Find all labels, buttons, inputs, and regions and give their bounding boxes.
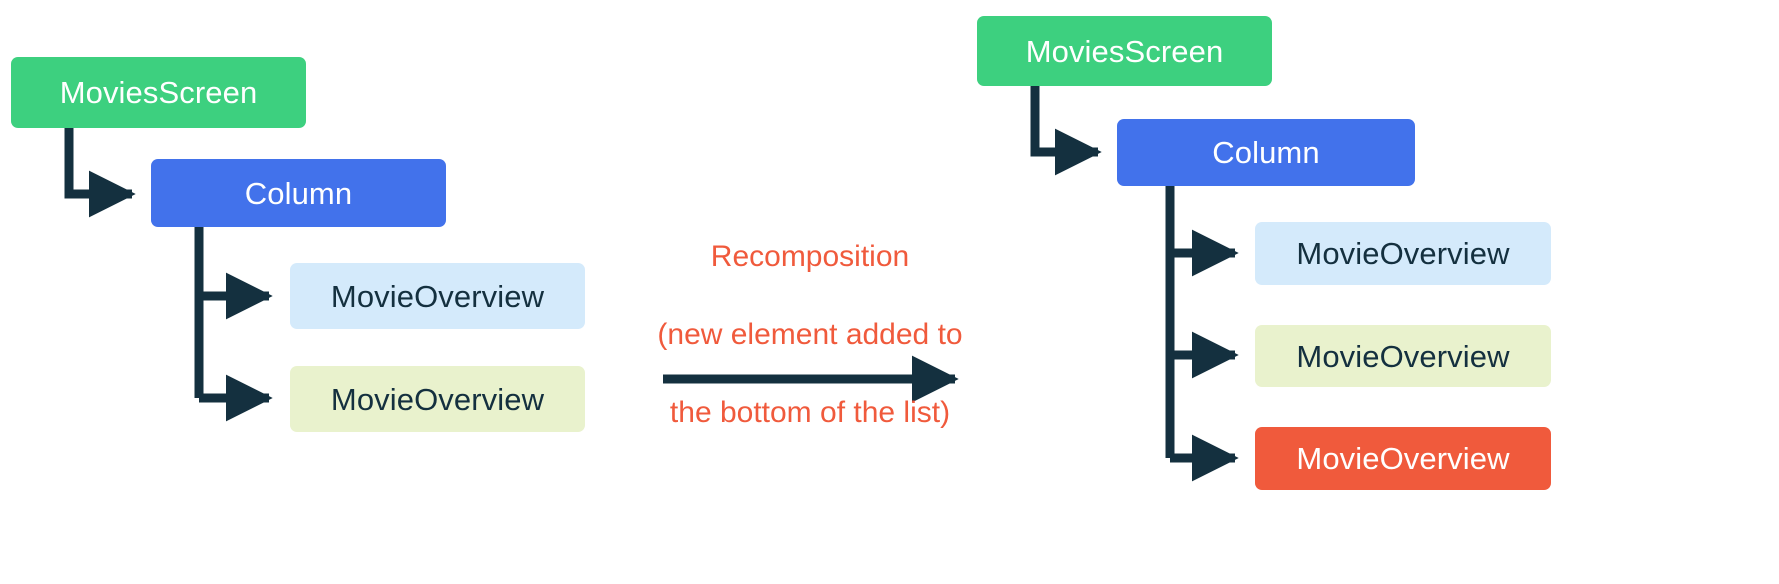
right-node-movie-overview-2[interactable]: MovieOverview [1255,325,1551,387]
left-node-column[interactable]: Column [151,159,446,227]
right-node-column[interactable]: Column [1117,119,1415,186]
left-node-movie-overview-2-label: MovieOverview [330,381,545,417]
left-node-movie-overview-2[interactable]: MovieOverview [290,366,585,432]
right-node-movies-screen[interactable]: MoviesScreen [977,16,1272,86]
left-node-movies-screen[interactable]: MoviesScreen [11,57,306,128]
right-node-column-label: Column [1212,135,1320,170]
recomposition-caption-line-1: Recomposition [710,240,910,273]
recomposition-caption-line-2: (new element added to [657,318,963,351]
left-node-movie-overview-1[interactable]: MovieOverview [290,263,585,329]
right-node-movie-overview-2-label: MovieOverview [1296,338,1510,374]
right-node-movie-overview-3[interactable]: MovieOverview [1255,427,1551,490]
right-node-movie-overview-1-label: MovieOverview [1296,236,1510,271]
right-node-movie-overview-1[interactable]: MovieOverview [1255,222,1551,285]
left-node-movies-screen-label: MoviesScreen [59,75,258,110]
right-node-movies-screen-label: MoviesScreen [1025,33,1224,69]
left-node-column-label: Column [244,175,353,211]
recomposition-caption: Recomposition (new element added to the … [640,198,980,471]
recomposition-caption-line-3: the bottom of the list) [669,396,951,429]
connector-left-screen-to-column [64,128,136,218]
connector-right-screen-to-column [1030,86,1102,176]
left-node-movie-overview-1-label: MovieOverview [330,278,545,314]
right-node-movie-overview-3-label: MovieOverview [1296,441,1510,476]
